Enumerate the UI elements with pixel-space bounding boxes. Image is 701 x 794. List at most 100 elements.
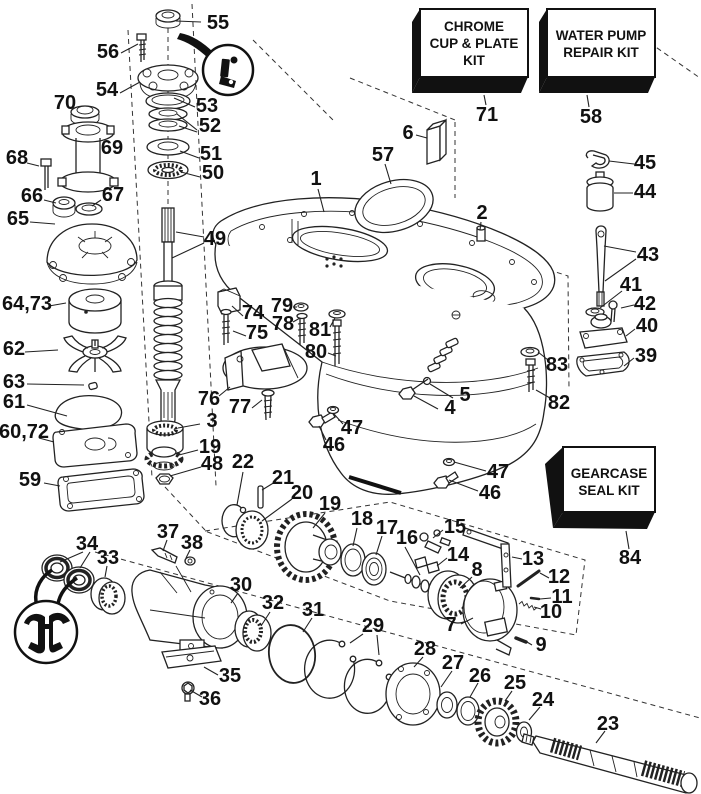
- part-label-13: 13: [522, 548, 544, 570]
- driveshaft-assembly: [153, 207, 183, 449]
- impeller-key: [88, 381, 98, 391]
- circle-badge-double-hook-icon: [24, 612, 70, 654]
- part-label-18: 18: [351, 508, 373, 530]
- top-badge: [177, 33, 255, 97]
- part-label-15: 15: [444, 516, 466, 538]
- part-label-28: 28: [414, 638, 436, 660]
- part-label-42: 42: [634, 293, 656, 315]
- forward-gear-train: [221, 485, 541, 656]
- part-label-69: 69: [101, 137, 123, 159]
- part-label-23: 23: [597, 713, 619, 735]
- part-label-77: 77: [229, 396, 251, 418]
- part-label-84: 84: [619, 547, 642, 569]
- part-label-9: 9: [535, 634, 546, 656]
- part-label-5: 5: [459, 384, 470, 406]
- kit-box-line: CUP & PLATE: [430, 36, 519, 51]
- construction-dashed-lines: [94, 3, 701, 719]
- circle-badge-figure-icon: [219, 56, 238, 88]
- kit-box-line: REPAIR KIT: [563, 45, 639, 60]
- chrome-cup-plate-kit-box: CHROME CUP & PLATE KIT: [412, 8, 529, 93]
- part-label-3: 3: [206, 410, 217, 432]
- part-label-45: 45: [634, 152, 656, 174]
- kit-box-line: GEARCASE: [571, 466, 648, 481]
- part-label-43: 43: [637, 244, 659, 266]
- part-label-60-72: 60,72: [0, 421, 49, 443]
- part-label-52: 52: [199, 115, 221, 137]
- part-label-41: 41: [620, 274, 642, 296]
- part-label-33: 33: [97, 547, 119, 569]
- part-label-63: 63: [3, 371, 25, 393]
- part-number-labels: 55 56 54 53 52 51 50 70 69 68 66 67 65 6…: [0, 12, 659, 735]
- part-label-20: 20: [291, 482, 313, 504]
- kit-box-line: KIT: [463, 53, 486, 68]
- dowel-pin: [476, 225, 486, 242]
- part-label-27: 27: [442, 652, 464, 674]
- shift-rod-group: [520, 150, 630, 392]
- part-label-11: 11: [551, 586, 572, 608]
- part-label-66: 66: [21, 185, 43, 207]
- part-label-50: 50: [202, 162, 224, 184]
- part-label-19-gear: 19: [319, 493, 341, 515]
- gearcase-seal-kit-box: GEARCASE SEAL KIT: [545, 446, 656, 529]
- vent-and-drain-plugs: [308, 337, 459, 489]
- part-label-54: 54: [96, 79, 119, 101]
- part-label-79: 79: [271, 295, 293, 317]
- pump-gasket: [57, 468, 145, 512]
- part-label-38: 38: [181, 532, 203, 554]
- part-label-57: 57: [372, 144, 394, 166]
- part-label-17: 17: [376, 517, 398, 539]
- part-label-22: 22: [232, 451, 254, 473]
- part-label-81: 81: [309, 319, 331, 341]
- part-label-55: 55: [207, 12, 229, 34]
- part-label-46-right: 46: [479, 482, 501, 504]
- kit-box-line: SEAL KIT: [578, 483, 640, 498]
- part-label-30: 30: [230, 574, 252, 596]
- part-label-70: 70: [54, 92, 76, 114]
- part-label-53: 53: [196, 95, 218, 117]
- part-label-61: 61: [3, 391, 25, 413]
- bottom-badge: [13, 568, 79, 665]
- part-label-35: 35: [219, 665, 241, 687]
- part-label-76: 76: [198, 388, 220, 410]
- bearing-carrier-group: [41, 547, 248, 702]
- part-label-67: 67: [102, 184, 124, 206]
- part-label-74: 74: [242, 302, 265, 324]
- part-label-4: 4: [444, 397, 456, 419]
- o-ring-61: [54, 394, 123, 431]
- pinion-gear: [144, 446, 184, 471]
- part-label-68: 68: [6, 147, 28, 169]
- part-label-37: 37: [157, 521, 179, 543]
- part-label-24: 24: [532, 689, 555, 711]
- part-label-2: 2: [476, 202, 487, 224]
- part-label-12: 12: [548, 566, 570, 588]
- part-label-59: 59: [19, 469, 41, 491]
- part-label-29: 29: [362, 615, 384, 637]
- part-label-32: 32: [262, 592, 284, 614]
- pump-plate: [52, 423, 138, 468]
- impeller: [63, 335, 127, 373]
- leader-lines: [24, 20, 637, 744]
- part-label-14: 14: [447, 544, 470, 566]
- water-pump-stack: [136, 9, 199, 180]
- part-label-75: 75: [246, 322, 268, 344]
- part-label-64-73: 64,73: [2, 293, 52, 315]
- water-pump-repair-kit-box: WATER PUMP REPAIR KIT: [539, 8, 656, 93]
- part-label-21: 21: [272, 467, 294, 489]
- anode-block: [426, 118, 447, 165]
- part-label-71: 71: [476, 104, 498, 126]
- part-label-51: 51: [200, 143, 222, 165]
- water-pump-left-column: [40, 105, 138, 285]
- pinion-nut: [155, 473, 174, 485]
- part-label-56: 56: [97, 41, 119, 63]
- part-label-46-left: 46: [323, 434, 345, 456]
- part-label-10: 10: [540, 601, 562, 623]
- part-label-1: 1: [310, 168, 321, 190]
- part-label-8: 8: [471, 559, 482, 581]
- trim-tab-group: [217, 287, 346, 421]
- part-label-39: 39: [635, 345, 657, 367]
- part-label-16: 16: [396, 527, 418, 549]
- part-label-36: 36: [199, 688, 221, 710]
- part-label-47-left: 47: [341, 417, 363, 439]
